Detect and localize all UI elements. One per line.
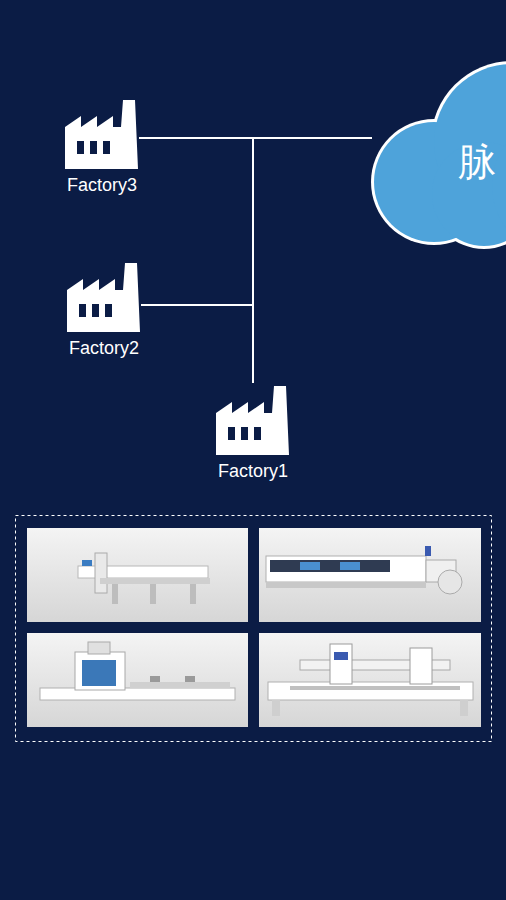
dashed-frame bbox=[16, 516, 492, 742]
factory-icon bbox=[216, 383, 290, 455]
cloud-label: 脉 bbox=[458, 140, 496, 184]
factory-icon bbox=[65, 97, 139, 169]
machine-photo bbox=[27, 633, 248, 727]
factory-label: Factory3 bbox=[65, 175, 139, 195]
factory-icon bbox=[67, 260, 141, 332]
factory-label: Factory1 bbox=[216, 461, 290, 481]
factory-label: Factory2 bbox=[67, 338, 141, 358]
machine-photo bbox=[259, 528, 481, 622]
cloud-node: 脉 bbox=[372, 62, 506, 248]
factory-node: Factory2 bbox=[67, 260, 141, 358]
machine-photo bbox=[259, 633, 481, 727]
network-line bbox=[141, 138, 372, 305]
machine-photo bbox=[27, 528, 248, 622]
factory-node: Factory1 bbox=[216, 383, 290, 481]
factory-node: Factory3 bbox=[65, 97, 139, 195]
network-line bbox=[253, 138, 372, 383]
